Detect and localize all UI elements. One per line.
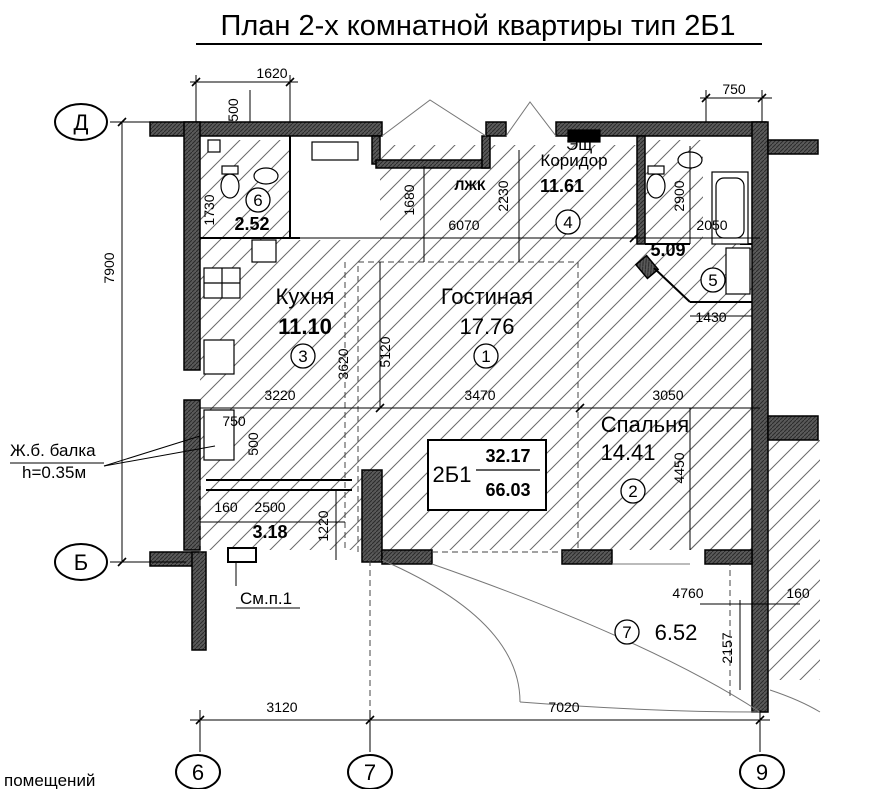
room-1-area: 17.76 [459,314,514,339]
loggia-area: 3.18 [252,522,287,542]
dim-3220: 3220 [264,387,295,403]
room-6-number: 6 [253,191,262,210]
dim-5120: 5120 [377,336,393,367]
room-3-area: 11.10 [278,314,332,339]
esh-label: Эщ [566,135,592,154]
fixtures [203,129,751,461]
loggia-symbol [227,547,257,563]
dim-500-beam: 500 [245,432,261,456]
dim-6070: 6070 [448,217,479,233]
dim-3120: 3120 [266,699,297,715]
dim-3470: 3470 [464,387,495,403]
room-2-area: 14.41 [600,440,655,465]
dim-1680: 1680 [401,184,417,215]
room-3-name: Кухня [276,284,335,309]
axis-bubbles: Д Б 6 7 9 [54,103,785,789]
dim-2230: 2230 [495,180,511,211]
dim-3050: 3050 [652,387,683,403]
hatched-floor [200,140,820,680]
room-number-circles [245,187,726,645]
dim-1220: 1220 [315,510,331,541]
beam-label: Ж.б. балка [10,441,96,460]
room-1-number: 1 [481,347,490,366]
dim-750-top: 750 [722,81,746,97]
dim-1730: 1730 [201,194,217,225]
dim-7020: 7020 [548,699,579,715]
room-4-name: Коридор [540,151,607,170]
beam-height: h=0.35м [22,463,86,482]
living-area: 32.17 [485,446,530,466]
dim-2900: 2900 [671,180,687,211]
room-7-number: 7 [622,623,631,642]
lk-label: ЛЖК [454,177,485,193]
room-4-area: 11.61 [540,176,584,196]
dim-7900: 7900 [101,252,117,283]
dim-2050: 2050 [696,217,727,233]
footer-text: помещений [4,771,95,789]
room-2-number: 2 [628,482,637,501]
axis-9: 9 [756,760,768,785]
dimension-ticks [117,77,767,725]
smp-label: См.п.1 [240,589,292,608]
dim-1620: 1620 [256,65,287,81]
dashed-lines [199,261,731,720]
plan-title: План 2-х комнатной квартиры тип 2Б1 [220,10,735,42]
room-2-name: Спальня [601,412,689,437]
axis-7: 7 [364,760,376,785]
axis-6: 6 [192,760,204,785]
room-5-number: 5 [708,271,717,290]
dim-4450: 4450 [671,452,687,483]
dimension-lines [103,75,800,752]
room-7-area: 6.52 [655,620,698,645]
dimension-values: 1620 500 750 7900 1730 1680 2230 6070 29… [101,65,810,715]
dim-750-beam: 750 [222,413,246,429]
total-area: 66.03 [485,480,530,500]
dim-500-top: 500 [225,98,241,122]
room-5-area: 5.09 [650,240,685,260]
dim-1430: 1430 [695,309,726,325]
room-4-number: 4 [563,213,572,232]
room-3-number: 3 [298,347,307,366]
room-6-area: 2.52 [234,214,269,234]
dim-3620: 3620 [335,348,351,379]
apartment-summary-box [427,439,547,511]
walls [149,121,819,713]
dim-160-right: 160 [786,585,810,601]
dim-4760: 4760 [672,585,703,601]
apartment-type: 2Б1 [433,462,472,487]
axis-d: Д [74,110,89,135]
axis-b: Б [74,550,88,575]
dim-2500: 2500 [254,499,285,515]
dim-2157: 2157 [719,632,735,663]
dim-160-loggia: 160 [214,499,238,515]
room-1-name: Гостиная [441,284,533,309]
